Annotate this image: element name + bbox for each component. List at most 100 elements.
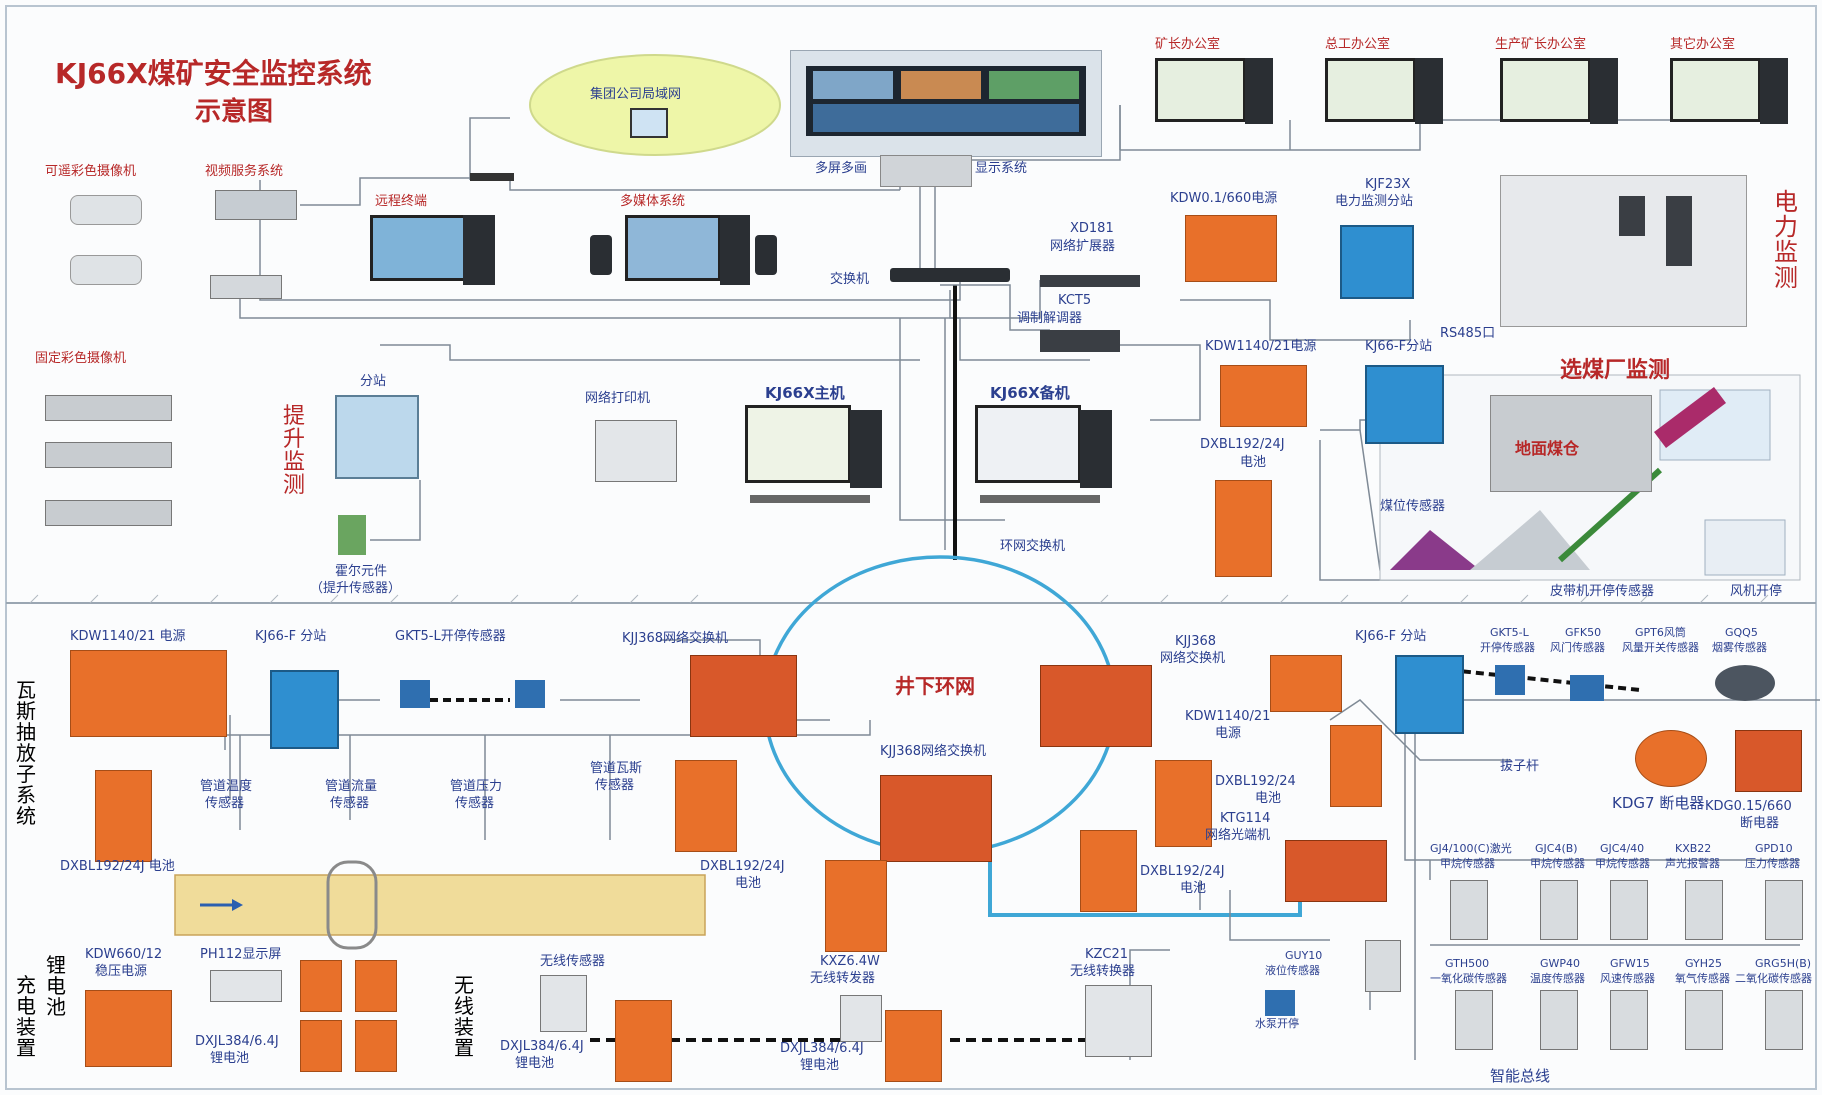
- hall-label-line1: 霍尔元件: [335, 564, 388, 579]
- pipe-flow-label-line2: 传感器: [330, 796, 370, 811]
- power-supply-icon: [1270, 655, 1342, 712]
- video-server-label: 视频服务系统: [205, 164, 284, 179]
- gkt5-left-label: GKT5-L开停传感器: [395, 629, 506, 644]
- power-monitor-vertical-label: 电力监测: [1774, 188, 1798, 292]
- gas-sensor-r2-2-label-line2: 温度传感器: [1530, 972, 1585, 985]
- kdg015-label-line2: 断电器: [1740, 816, 1780, 831]
- wind-speed-sensor-icon: [1610, 990, 1648, 1050]
- power-supply-icon: [1220, 365, 1307, 427]
- video-wall-label-left: 多屏多画: [815, 161, 868, 176]
- gfk50-label-line2: 风门传感器: [1550, 641, 1605, 654]
- kdw66012-label-line1: KDW660/12: [85, 947, 163, 962]
- charger-vertical-label: 充电装置: [16, 973, 36, 1060]
- battery-icon: [1215, 480, 1272, 577]
- kxz-label-line1: KXZ6.4W: [820, 954, 880, 969]
- coal-silo-icon: [1490, 395, 1652, 492]
- lithium-battery-icon: [615, 1000, 672, 1082]
- office-label-4: 其它办公室: [1670, 37, 1736, 52]
- diagram-subtitle: 示意图: [195, 97, 274, 127]
- dxjl-mid2-label-line2: 锂电池: [800, 1058, 840, 1073]
- gfk50-label-line1: GFK50: [1565, 626, 1602, 639]
- gqq5-label-line1: GQQ5: [1725, 626, 1758, 639]
- pipe-gas-label-line1: 管道瓦斯: [590, 761, 643, 776]
- kjf23x-label-line2: 电力监测分站: [1335, 194, 1414, 209]
- kj66f-top-label: KJ66-F分站: [1365, 339, 1433, 354]
- kdw114021-top-label: KDW1140/21电源: [1205, 339, 1317, 354]
- backup-host-label: KJ66X备机: [990, 384, 1070, 402]
- gas-sensor-r2-4-label-line2: 氧气传感器: [1675, 972, 1730, 985]
- pipe-temp-label-line2: 传感器: [205, 796, 245, 811]
- modem-icon: [1040, 330, 1120, 352]
- substation-icon: [1395, 655, 1464, 734]
- gas-sensor-r1-4-label-line1: KXB22: [1675, 842, 1712, 855]
- ring-switch-left-icon: [690, 655, 797, 737]
- lithium-battery-icon: [355, 1020, 397, 1072]
- pipe-gas-label-line2: 传感器: [595, 778, 635, 793]
- pipe-press-label-line2: 传感器: [455, 796, 495, 811]
- kdw66012-label-line2: 稳压电源: [95, 964, 148, 979]
- wireless-sensor-icon: [540, 975, 587, 1032]
- gas-sensor-r2-2-label-line1: GWP40: [1540, 957, 1581, 970]
- fixed-camera-icon: [45, 500, 172, 526]
- office-label-3: 生产矿长办公室: [1495, 37, 1587, 52]
- lithium-battery-icon: [300, 960, 342, 1012]
- power-cabinet-icon: [1500, 175, 1747, 327]
- main-host-label: KJ66X主机: [765, 384, 845, 402]
- wireless-repeater-icon: [840, 995, 882, 1042]
- kdg7-label: KDG7 断电器: [1612, 794, 1705, 812]
- fan-label: 风机开停: [1730, 584, 1783, 599]
- dxjl-left-label-line2: 锂电池: [210, 1051, 250, 1066]
- dxbl-r2-label-line2: 电池: [1180, 881, 1207, 896]
- methane-sensor-icon: [1450, 880, 1488, 940]
- kzc21-label-line2: 无线转换器: [1070, 964, 1136, 979]
- smart-bus-label: 智能总线: [1490, 1067, 1551, 1085]
- printer-label: 网络打印机: [585, 391, 651, 406]
- xd181-label-line2: 网络扩展器: [1050, 239, 1116, 254]
- substation-icon: [1365, 365, 1444, 444]
- methane-sensor-icon: [1610, 880, 1648, 940]
- display-screen-icon: [210, 970, 282, 1002]
- lan-pc-icon: [630, 108, 668, 138]
- gkt5-sensor-icon: [515, 680, 545, 708]
- gpt-label-line2: 风量开关传感器: [1622, 641, 1699, 654]
- kj66f-right-label: KJ66-F 分站: [1355, 629, 1427, 644]
- dxjl-mid-label-line1: DXJL384/6.4J: [500, 1039, 584, 1054]
- main-host-tower-icon: [850, 410, 882, 488]
- dxjl-left-label-line1: DXJL384/6.4J: [195, 1034, 279, 1049]
- remote-terminal-label: 远程终端: [375, 194, 428, 209]
- fixed-camera-icon: [45, 395, 172, 421]
- gas-sensor-r2-5-label-line2: 二氧化碳传感器: [1735, 972, 1812, 985]
- lithium-battery-icon: [355, 960, 397, 1012]
- alarm-icon: [1685, 880, 1723, 940]
- kdg015-label-line1: KDG0.15/660: [1705, 799, 1792, 814]
- gas-sensor-r1-5-label-line1: GPD10: [1755, 842, 1793, 855]
- gas-sensor-r2-3-label-line1: GFW15: [1610, 957, 1650, 970]
- battery-icon: [675, 760, 737, 852]
- office-tower-icon: [1415, 58, 1443, 124]
- cloud-label: 集团公司局域网: [590, 87, 682, 102]
- gpt-label-line1: GPT6风筒: [1635, 626, 1686, 639]
- lithium-battery-icon: [300, 1020, 342, 1072]
- router-icon: [470, 173, 514, 181]
- smoke-sensor-icon: [1715, 665, 1775, 701]
- co2-sensor-icon: [1765, 990, 1803, 1050]
- multimedia-monitor-icon: [625, 215, 721, 281]
- office-pc-icon: [1500, 58, 1591, 122]
- network-extender-icon: [1040, 275, 1140, 287]
- speaker-icon: [755, 235, 777, 275]
- oxygen-sensor-icon: [1685, 990, 1723, 1050]
- office-pc-icon: [1670, 58, 1761, 122]
- coal-plant-label: 选煤厂监测: [1560, 358, 1671, 383]
- remote-terminal-monitor-icon: [370, 215, 466, 281]
- optical-terminal-icon: [1285, 840, 1387, 902]
- gqq5-label-line2: 烟雾传感器: [1712, 641, 1767, 654]
- kdw-right-label-line2: 电源: [1215, 726, 1242, 741]
- dxbl-r1-label-line1: DXBL192/24: [1215, 774, 1296, 789]
- kdw-right-label-line1: KDW1140/21: [1185, 709, 1271, 724]
- ring-switch-right-icon: [1040, 665, 1152, 747]
- gas-sensor-r2-1-label-line2: 一氧化碳传感器: [1430, 972, 1507, 985]
- hoist-station-icon: [335, 395, 419, 479]
- liquid-level-sensor-icon: [1365, 940, 1401, 992]
- kdg7-breaker-icon: [1635, 730, 1707, 787]
- gkt5-right-label-line2: 开停传感器: [1480, 641, 1535, 654]
